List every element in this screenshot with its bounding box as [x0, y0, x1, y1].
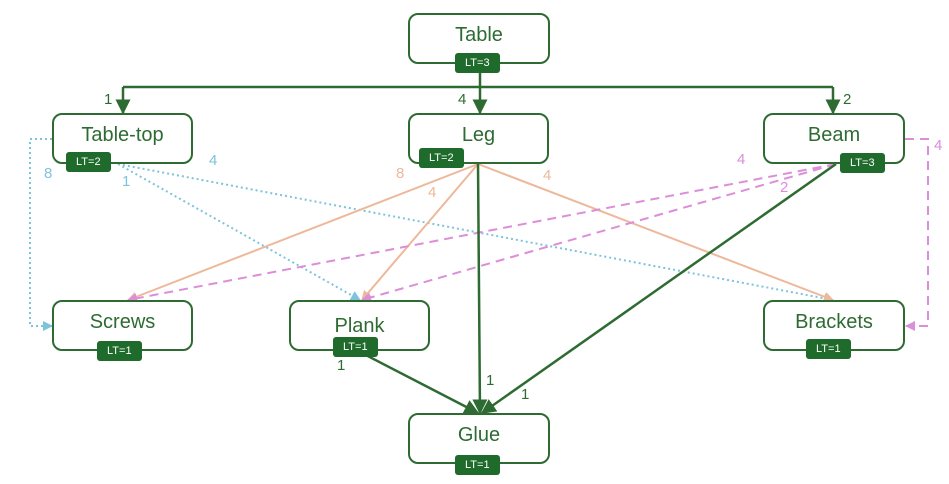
lt-badge: LT=1 [455, 455, 500, 475]
qty-tabletop-plank: 1 [122, 173, 131, 190]
node-label: Beam [807, 124, 861, 146]
edge-beam-to-brackets [905, 138, 929, 331]
qty-table-beam: 2 [843, 91, 852, 108]
qty-beam-screws: 4 [737, 151, 746, 168]
edge-plank-to-glue [359, 350, 480, 415]
lt-badge: LT=3 [455, 53, 500, 73]
node-beam: Beam [763, 113, 905, 164]
edge-leg-to-plank [361, 163, 479, 301]
qty-plank-glue: 1 [337, 357, 346, 374]
node-label: Leg [461, 124, 496, 146]
edge-beam-to-screws [127, 163, 837, 304]
qty-table-leg: 4 [458, 91, 467, 108]
node-label: Screws [89, 311, 156, 333]
node-plank: Plank [289, 300, 430, 351]
edge-leg-to-screws [127, 163, 479, 302]
qty-leg-plank: 4 [428, 184, 437, 201]
edge-tabletop-to-plank [117, 163, 361, 301]
qty-beam-plank: 2 [780, 179, 789, 196]
qty-table-tabletop: 1 [104, 91, 113, 108]
qty-tabletop-brackets: 4 [209, 152, 218, 169]
lt-badge: LT=1 [806, 339, 851, 359]
node-label: Brackets [795, 311, 873, 333]
node-label: Glue [457, 424, 501, 446]
edge-tabletop-to-screws [29, 138, 53, 331]
edge-beam-to-plank [361, 163, 837, 303]
edge-leg-to-brackets [477, 163, 834, 302]
qty-leg-screws: 8 [396, 165, 405, 182]
edge-beam-to-glue [480, 162, 837, 415]
qty-leg-brackets: 4 [543, 167, 552, 184]
qty-tabletop-screws: 8 [44, 165, 53, 182]
node-label: Table [455, 24, 503, 46]
qty-beam-glue: 1 [521, 386, 530, 403]
edge-tabletop-to-brackets [117, 163, 834, 304]
node-label: Table-top [81, 124, 164, 146]
node-label: Plank [334, 315, 385, 337]
lt-badge: LT=1 [97, 341, 142, 361]
lt-badge: LT=2 [66, 152, 111, 172]
lt-badge: LT=2 [419, 148, 464, 168]
qty-beam-brackets: 4 [934, 137, 943, 154]
edge-leg-to-glue [472, 163, 488, 415]
lt-badge: LT=3 [840, 153, 885, 173]
qty-leg-glue: 1 [486, 372, 495, 389]
lt-badge: LT=1 [333, 337, 378, 357]
